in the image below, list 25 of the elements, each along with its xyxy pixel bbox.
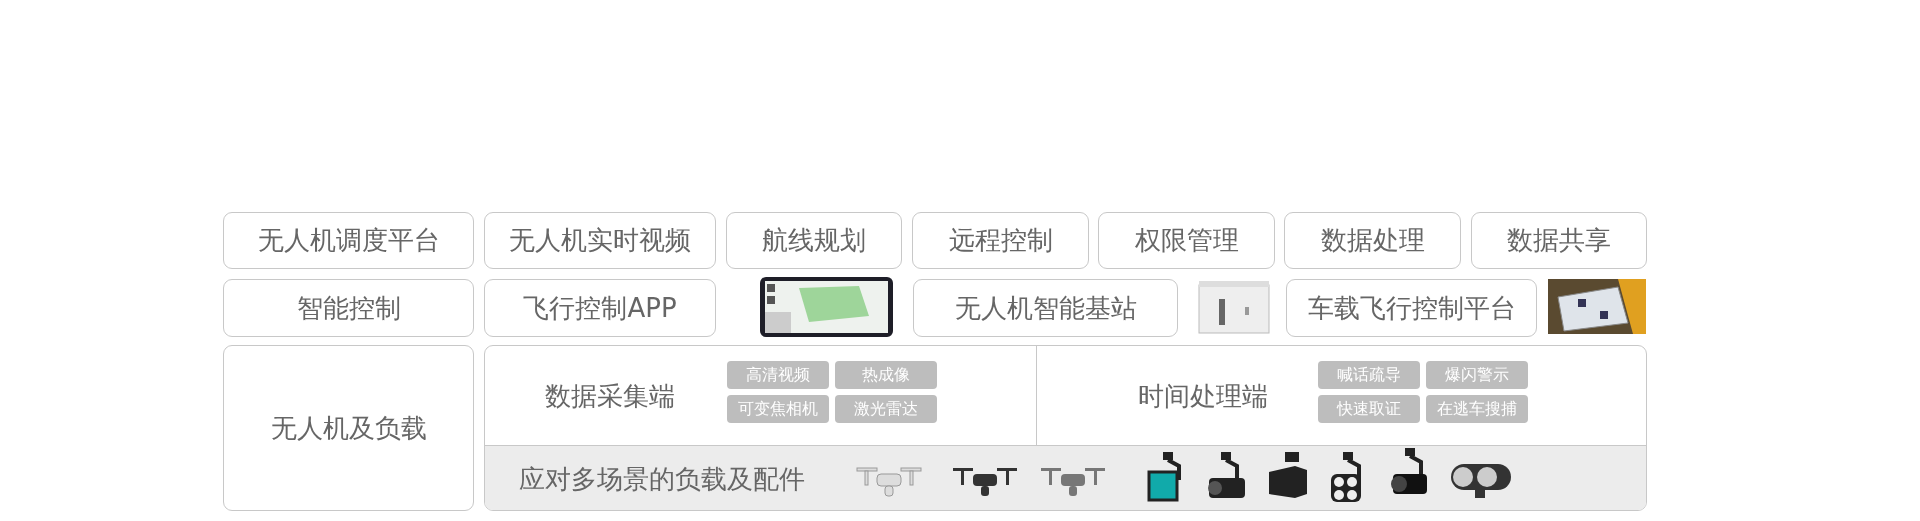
tag-chip: 热成像 — [835, 361, 937, 389]
accessory-band — [485, 445, 1646, 510]
label-box: 数据共享 — [1471, 212, 1647, 269]
tag-chip: 可变焦相机 — [727, 395, 829, 423]
panel-box — [484, 345, 1647, 511]
label-box: 航线规划 — [726, 212, 902, 269]
label-box: 无人机智能基站 — [913, 279, 1178, 337]
label-box: 智能控制 — [223, 279, 474, 337]
label-box: 无人机实时视频 — [484, 212, 716, 269]
tag-chip: 在逃车搜捕 — [1426, 395, 1528, 423]
label-box: 远程控制 — [912, 212, 1089, 269]
label-box: 无人机及负载 — [223, 345, 474, 511]
tag-chip: 喊话疏导 — [1318, 361, 1420, 389]
tag-chip: 爆闪警示 — [1426, 361, 1528, 389]
tag-chip: 激光雷达 — [835, 395, 937, 423]
label-box: 飞行控制APP — [484, 279, 716, 337]
label-box: 权限管理 — [1098, 212, 1275, 269]
section-title: 时间处理端 — [1138, 379, 1268, 412]
label-box: 数据处理 — [1284, 212, 1461, 269]
section-title: 数据采集端 — [545, 379, 675, 412]
tag-chip: 高清视频 — [727, 361, 829, 389]
label-box: 车载飞行控制平台 — [1286, 279, 1537, 337]
band-title: 应对多场景的负载及配件 — [519, 462, 805, 496]
label-box: 无人机调度平台 — [223, 212, 474, 269]
tag-chip: 快速取证 — [1318, 395, 1420, 423]
